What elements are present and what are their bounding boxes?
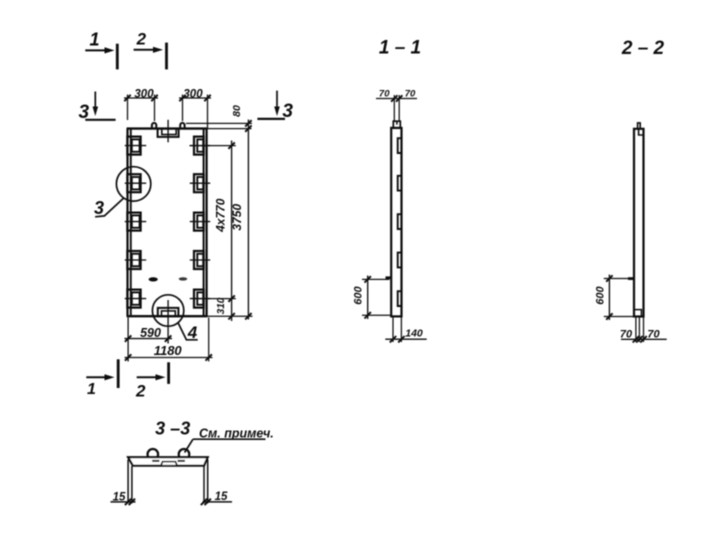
svg-text:140: 140 (405, 328, 423, 340)
svg-text:3 –3: 3 –3 (155, 418, 190, 438)
svg-text:70: 70 (379, 88, 390, 99)
svg-text:80: 80 (231, 105, 243, 117)
svg-text:2 – 2: 2 – 2 (621, 38, 665, 59)
svg-text:300: 300 (134, 88, 154, 100)
svg-text:3750: 3750 (230, 204, 244, 231)
svg-text:2: 2 (136, 30, 147, 49)
svg-text:1: 1 (89, 30, 99, 50)
svg-text:3: 3 (94, 198, 104, 218)
svg-text:15: 15 (215, 491, 228, 503)
svg-text:4: 4 (187, 323, 198, 342)
svg-text:1: 1 (87, 381, 96, 398)
svg-text:590: 590 (140, 326, 161, 340)
svg-text:1 – 1: 1 – 1 (379, 38, 421, 59)
svg-text:70: 70 (647, 329, 660, 341)
svg-text:См. примеч.: См. примеч. (199, 427, 274, 441)
svg-text:1180: 1180 (154, 343, 183, 358)
svg-text:70: 70 (405, 88, 416, 99)
svg-text:310: 310 (216, 297, 227, 314)
svg-text:600: 600 (353, 285, 365, 304)
svg-text:3: 3 (79, 102, 90, 123)
svg-text:15: 15 (113, 492, 126, 504)
svg-text:3: 3 (282, 101, 293, 122)
svg-text:2: 2 (135, 381, 146, 400)
svg-text:300: 300 (183, 89, 203, 101)
svg-text:4x770: 4x770 (213, 198, 227, 233)
svg-text:70: 70 (620, 329, 633, 341)
svg-text:600: 600 (595, 285, 607, 304)
